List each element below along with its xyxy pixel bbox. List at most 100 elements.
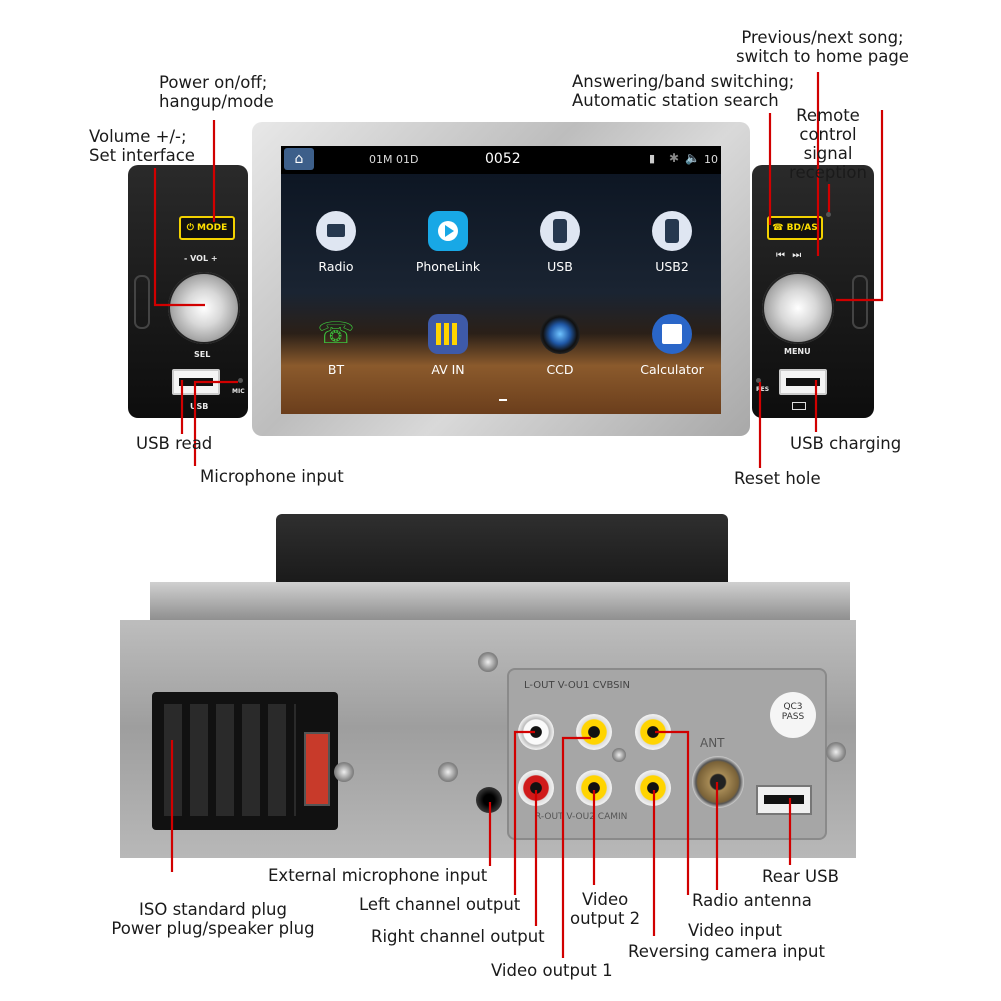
label-line: Answering/band switching; xyxy=(572,72,795,91)
label-line: Video xyxy=(581,890,629,909)
volume-icon: 🔈 xyxy=(685,151,700,165)
iso-connector[interactable] xyxy=(152,692,338,830)
prevnext-label: Previous/next song; switch to home page xyxy=(736,28,909,66)
callout-paths xyxy=(153,72,884,958)
callout-video-input xyxy=(655,730,690,895)
app-calculator[interactable]: Calculator xyxy=(617,314,727,377)
vol-label: - VOL + xyxy=(184,254,218,263)
video-out1-label: Video output 1 xyxy=(491,961,613,980)
label-line: control xyxy=(799,125,857,144)
volume-knob[interactable] xyxy=(168,272,240,344)
app-ccd[interactable]: CCD xyxy=(505,314,615,377)
usb-icon xyxy=(652,211,692,251)
screw xyxy=(612,748,626,762)
phonelink-icon xyxy=(428,211,468,251)
app-label: Radio xyxy=(318,259,354,274)
mic-hole xyxy=(238,378,243,383)
label-line: output 2 xyxy=(570,909,641,928)
callout-mic xyxy=(193,380,238,466)
home-button[interactable]: ⌂ xyxy=(284,148,314,170)
panel-bot-print: R-OUT V-OU2 CAMIN xyxy=(535,812,628,822)
label-line: reception xyxy=(789,163,867,182)
bluetooth-icon: ✱ xyxy=(669,151,680,165)
app-label: PhoneLink xyxy=(415,259,481,274)
app-radio[interactable]: Radio xyxy=(281,211,391,274)
qc-sticker: QC3 PASS xyxy=(770,692,816,738)
callout-volume xyxy=(153,168,205,307)
qc-line2: PASS xyxy=(781,712,805,722)
ir-receiver xyxy=(826,212,831,217)
panel-top-print: L-OUT V-OU1 CVBSIN xyxy=(524,680,630,691)
prev-next-icons[interactable]: ⏮ ⏭ xyxy=(776,250,803,261)
app-label: USB xyxy=(547,259,573,274)
mic-input-label: Microphone input xyxy=(200,467,344,486)
label-line: ISO standard plug xyxy=(139,900,287,919)
power-icon: ⏻ xyxy=(186,223,194,233)
screw xyxy=(826,742,846,762)
app-av-in[interactable]: AV IN xyxy=(393,314,503,377)
video-out1-jack[interactable] xyxy=(576,714,612,750)
sel-label: SEL xyxy=(194,350,211,359)
video-out2-label: Video output 2 xyxy=(570,890,640,928)
chassis-top xyxy=(150,582,850,622)
app-phonelink[interactable]: PhoneLink xyxy=(393,211,503,274)
usb-status-icon: ▮ xyxy=(649,152,656,165)
touch-screen[interactable]: ⌂ 01M 01D 0052 ▮ ✱ 🔈 10 Radio PhoneLink … xyxy=(281,146,721,414)
app-bt[interactable]: ☏ BT xyxy=(281,314,391,377)
bdas-button[interactable]: ☎ BD/AS xyxy=(767,216,823,240)
status-date: 01M 01D xyxy=(369,153,419,166)
status-bar: ⌂ 01M 01D 0052 ▮ ✱ 🔈 10 xyxy=(281,146,721,174)
reset-hole[interactable] xyxy=(756,378,761,383)
iso-label: ISO standard plug Power plug/speaker plu… xyxy=(100,900,326,938)
radio-icon xyxy=(316,211,356,251)
screw xyxy=(334,762,354,782)
reset-hole-label: Reset hole xyxy=(734,469,821,488)
video-input-label: Video input xyxy=(688,921,782,940)
right-ch-label: Right channel output xyxy=(371,927,545,946)
status-volume: 10 xyxy=(704,153,718,166)
charging-usb-port[interactable] xyxy=(779,369,827,395)
screw xyxy=(438,762,458,782)
left-ch-label: Left channel output xyxy=(359,895,521,914)
usb-charging-label: USB charging xyxy=(790,434,902,453)
ext-mic-label: External microphone input xyxy=(268,866,488,885)
top-cover xyxy=(276,514,728,584)
next-track-icon[interactable]: ⏭ xyxy=(792,250,804,261)
label-line: Previous/next song; xyxy=(741,28,904,47)
label-line: Remote xyxy=(796,106,860,125)
av-in-icon xyxy=(428,314,468,354)
mic-label: MIC xyxy=(232,388,245,395)
menu-label: MENU xyxy=(784,347,811,356)
rear-usb-port[interactable] xyxy=(756,785,812,815)
app-label: AV IN xyxy=(431,362,465,377)
camera-icon xyxy=(540,314,580,354)
label-line: Power on/off; xyxy=(159,73,268,92)
screw xyxy=(478,652,498,672)
previous-track-icon[interactable]: ⏮ xyxy=(776,250,787,261)
menu-knob[interactable] xyxy=(762,272,834,344)
label-line: Volume +/-; xyxy=(89,127,187,146)
app-label: USB2 xyxy=(655,259,689,274)
callout-left-ch xyxy=(513,730,535,895)
label-line: Power plug/speaker plug xyxy=(111,919,315,938)
rear-usb-label: Rear USB xyxy=(762,867,839,886)
home-icon[interactable]: ⌂ xyxy=(294,151,304,167)
qc-line1: QC3 xyxy=(783,702,803,712)
mode-button[interactable]: ⏻ MODE xyxy=(179,216,235,240)
volume-label: Volume +/-; Set interface xyxy=(89,127,195,165)
answering-label: Answering/band switching; Automatic stat… xyxy=(572,72,794,110)
app-usb[interactable]: USB xyxy=(505,211,615,274)
status-time: 0052 xyxy=(485,151,521,167)
usb-port-label: USB xyxy=(190,402,209,411)
callout-video-out1 xyxy=(561,736,591,958)
battery-icon xyxy=(792,402,806,410)
usb-read-label: USB read xyxy=(136,434,213,453)
app-usb2[interactable]: USB2 xyxy=(617,211,727,274)
mode-button-label: MODE xyxy=(197,223,228,233)
label-line: switch to home page xyxy=(736,47,909,66)
bdas-button-label: BD/AS xyxy=(786,223,818,233)
label-line: Set interface xyxy=(89,146,195,165)
label-line: hangup/mode xyxy=(159,92,274,111)
phone-small-icon: ☎ xyxy=(772,223,784,233)
